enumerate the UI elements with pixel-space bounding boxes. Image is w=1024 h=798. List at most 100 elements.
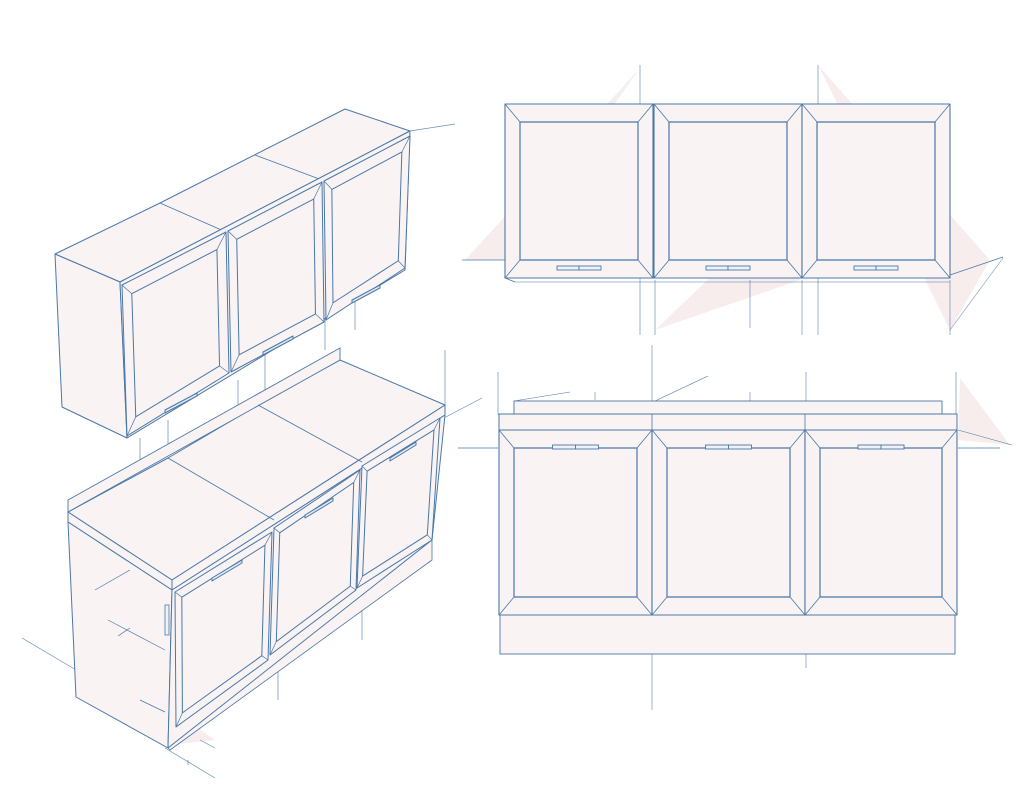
handle-icon: [351, 284, 381, 304]
lower-iso-door-3-bevel: [361, 465, 368, 472]
countertop-back: [513, 400, 943, 415]
handle-icon: [705, 265, 729, 271]
lower-iso-door-2-bevel: [350, 585, 357, 591]
construction-line: [439, 397, 483, 421]
handle-icon: [727, 265, 751, 271]
side-shelf-line: [139, 699, 166, 713]
upper-iso-door-1-bevel: [126, 416, 137, 437]
handle-icon: [853, 265, 877, 271]
handle-icon: [552, 444, 576, 450]
door-bevel: [789, 596, 806, 616]
upper-iso-door-3-bevel: [401, 135, 411, 153]
lower-iso-door-1-bevel: [175, 712, 183, 728]
countertop-seam: [257, 404, 363, 463]
door-bevel: [801, 103, 818, 123]
upper-door-2-panel: [668, 121, 788, 261]
door-bevel: [637, 103, 654, 123]
door-bevel: [934, 259, 951, 279]
upper-door-3-panel: [816, 121, 936, 261]
door-bevel: [653, 103, 670, 123]
lower-iso-door-1-bevel: [264, 531, 273, 546]
construction-line: [949, 257, 1004, 331]
upper-door-1-panel: [519, 121, 639, 261]
door-bevel: [786, 103, 803, 123]
handle-icon: [857, 444, 882, 450]
door-bevel: [636, 596, 653, 616]
lower-door-3-panel: [819, 447, 943, 598]
door-bevel: [804, 596, 821, 616]
handle-icon: [164, 392, 198, 414]
door-bevel: [653, 259, 670, 279]
handle-icon: [556, 265, 580, 271]
door-bevel: [651, 429, 668, 449]
upper-iso-door-1-bevel: [216, 231, 227, 250]
door-bevel: [801, 259, 818, 279]
shadow-shape: [958, 378, 1010, 445]
construction-line: [949, 256, 1004, 276]
door-bevel: [498, 429, 515, 449]
door-bevel: [636, 429, 653, 449]
upper-iso-door-1-bevel: [121, 284, 133, 295]
lower-iso-door-1-bevel: [261, 655, 269, 661]
lower-plinth: [167, 539, 433, 751]
upper-iso-door-1-bevel: [219, 365, 230, 374]
upper-iso-door-3-bevel: [398, 260, 406, 269]
lower-iso-door-2-bevel: [353, 469, 361, 483]
door-bevel: [786, 259, 803, 279]
upper-iso-door-2-bevel: [313, 181, 323, 200]
side-shelf-line: [94, 569, 131, 591]
lower-iso-door-3-bevel: [427, 534, 433, 541]
handle-icon: [578, 265, 602, 271]
upper-top-seam: [254, 154, 323, 181]
side-handle-icon: [164, 604, 170, 636]
handle-icon: [728, 444, 752, 450]
handle-icon: [705, 444, 729, 450]
handle-icon: [880, 444, 905, 450]
upper-top-seam: [159, 202, 227, 233]
door-bevel: [637, 259, 654, 279]
countertop-front: [498, 413, 958, 431]
handle-icon: [262, 335, 294, 356]
handle-icon: [875, 265, 899, 271]
front-view-upper-cabinets: [462, 65, 1004, 335]
door-bevel: [504, 259, 521, 279]
door-bevel: [941, 596, 958, 616]
lower-door-1-panel: [513, 447, 638, 598]
lower-door-2-panel: [666, 447, 791, 598]
construction-line: [409, 123, 456, 132]
handle-icon: [389, 441, 417, 462]
lower-iso-door-3-bevel: [433, 417, 441, 431]
door-bevel: [789, 429, 806, 449]
handle-icon: [211, 559, 243, 582]
handle-icon: [575, 444, 599, 450]
base-line: [504, 277, 516, 283]
construction-line: [164, 747, 216, 779]
isometric-view: [21, 108, 483, 779]
upper-iso-door-2-bevel: [230, 354, 240, 373]
construction-line: [513, 391, 571, 402]
door-bevel: [934, 103, 951, 123]
upper-iso-door-3-bevel: [325, 302, 334, 321]
handle-icon: [304, 497, 334, 519]
side-shelf-line: [117, 627, 131, 637]
side-shelf-line: [107, 619, 166, 651]
lower-iso-door-1-bevel: [174, 591, 183, 598]
door-bevel: [941, 429, 958, 449]
upper-iso-door-2-bevel: [227, 230, 237, 240]
construction-line: [654, 375, 709, 402]
door-bevel: [804, 429, 821, 449]
door-bevel: [651, 596, 668, 616]
lower-iso-door-2-bevel: [273, 527, 280, 534]
construction-line: [199, 739, 216, 749]
lower-iso-door-2-bevel: [269, 641, 277, 656]
upper-unit-side: [54, 253, 128, 439]
front-view-lower-cabinets: [458, 345, 1013, 710]
backsplash: [67, 347, 341, 513]
lower-iso-door-3-bevel: [356, 575, 363, 589]
plinth: [499, 614, 956, 655]
construction-line: [957, 429, 1013, 446]
upper-iso-door-2-bevel: [315, 313, 325, 323]
countertop-seam: [167, 457, 275, 521]
upper-iso-door-3-bevel: [323, 180, 333, 190]
